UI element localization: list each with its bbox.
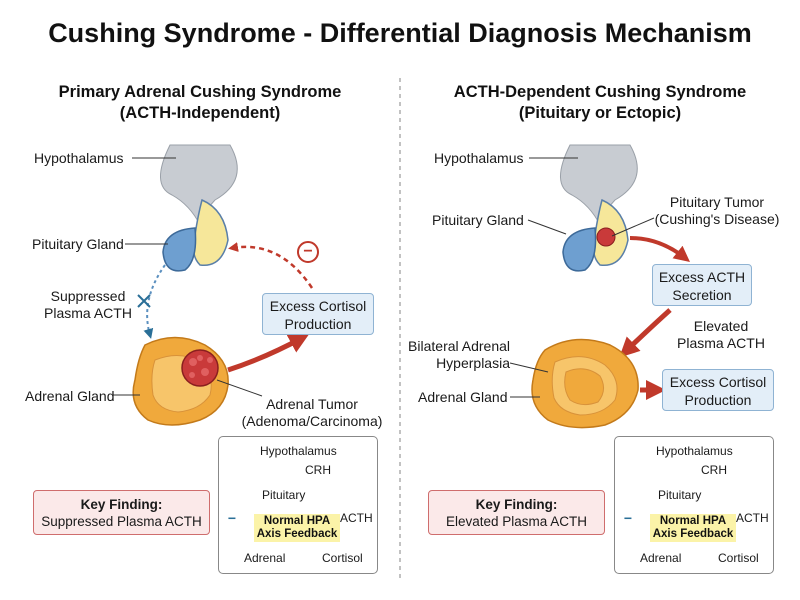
right-pituitary-tumor-shape: [596, 227, 616, 247]
left-key-finding-box: Key Finding: Suppressed Plasma ACTH: [33, 490, 210, 535]
right-hyperplasia-label: Bilateral Adrenal Hyperplasia: [400, 338, 510, 372]
right-inset-center-line2: Axis Feedback: [652, 528, 734, 540]
left-minus-icon: [297, 241, 319, 263]
right-elevated-acth-arrow: [619, 308, 672, 358]
left-cortisol-box: Excess Cortisol Production: [262, 293, 374, 335]
right-heading-line1: ACTH-Dependent Cushing Syndrome: [453, 83, 747, 101]
left-heading-line1: Primary Adrenal Cushing Syndrome: [58, 83, 342, 101]
left-suppressed-line2: Plasma ACTH: [44, 305, 132, 321]
left-pituitary-shape: [162, 198, 229, 272]
left-inset-pituitary: Pituitary: [262, 488, 306, 502]
left-suppressed-acth-path: [143, 264, 166, 339]
left-adrenal-label: Adrenal Gland: [25, 388, 115, 404]
right-heading-line2: (Pituitary or Ectopic): [518, 104, 682, 122]
left-inset-minus-symbol: −: [227, 510, 237, 526]
right-adrenal-label: Adrenal Gland: [418, 389, 508, 405]
right-inset-adrenal: Adrenal: [640, 551, 682, 565]
left-suppression-x-icon: [137, 294, 151, 308]
right-acth-line1: Excess ACTH: [658, 269, 746, 285]
left-cortisol-arrow: [227, 334, 310, 373]
right-cortisol-line2: Production: [684, 392, 752, 408]
right-inset-center-line1: Normal HPA: [659, 515, 727, 527]
right-tumor-line1: Pituitary Tumor: [669, 194, 765, 210]
left-minus-symbol: −: [303, 243, 313, 260]
right-elevated-line2: Plasma ACTH: [677, 335, 765, 351]
left-finding-label: Key Finding:: [80, 497, 163, 512]
left-cortisol-line2: Production: [284, 316, 352, 332]
right-pituitary-label: Pituitary Gland: [432, 212, 524, 228]
right-inset-center-label: Normal HPA Axis Feedback: [650, 514, 736, 542]
right-inset-crh: CRH: [701, 463, 727, 477]
left-pituitary-label: Pituitary Gland: [32, 236, 124, 252]
left-panel-heading: Primary Adrenal Cushing Syndrome (ACTH-I…: [30, 82, 370, 124]
right-inset-pituitary: Pituitary: [658, 488, 702, 502]
left-inset-center-line1: Normal HPA: [263, 515, 331, 527]
right-inset-hypothalamus: Hypothalamus: [656, 444, 733, 458]
right-cortisol-line1: Excess Cortisol: [669, 374, 767, 390]
right-panel-heading: ACTH-Dependent Cushing Syndrome (Pituita…: [430, 82, 770, 124]
right-inset-cortisol: Cortisol: [718, 551, 759, 565]
right-inset-acth: ACTH: [736, 511, 769, 525]
right-elevated-acth-label: Elevated Plasma ACTH: [666, 318, 776, 352]
left-negative-feedback-path: [228, 242, 314, 289]
left-inset-acth: ACTH: [340, 511, 373, 525]
right-inset-minus-symbol: −: [623, 510, 633, 526]
left-inset-center-label: Normal HPA Axis Feedback: [254, 514, 340, 542]
left-inset-cortisol: Cortisol: [322, 551, 363, 565]
left-inset-adrenal: Adrenal: [244, 551, 286, 565]
left-heading-line2: (ACTH-Independent): [119, 104, 281, 122]
right-finding-label: Key Finding:: [475, 497, 558, 512]
left-finding-value: Suppressed Plasma ACTH: [41, 514, 202, 529]
left-cortisol-line1: Excess Cortisol: [269, 298, 367, 314]
left-inset-crh: CRH: [305, 463, 331, 477]
right-finding-value: Elevated Plasma ACTH: [445, 514, 588, 529]
right-hyperplasia-line2: Hyperplasia: [436, 355, 510, 371]
left-adrenal-tumor-shape: [181, 349, 219, 387]
right-hypothalamus-label: Hypothalamus: [434, 150, 524, 166]
left-tumor-label: Adrenal Tumor (Adenoma/Carcinoma): [232, 396, 392, 430]
page-title: Cushing Syndrome - Differential Diagnosi…: [48, 18, 752, 48]
right-elevated-line1: Elevated: [693, 318, 749, 334]
right-adrenal-gland-shape: [531, 338, 639, 429]
left-adrenal-gland-shape: [132, 336, 229, 426]
left-tumor-line2: (Adenoma/Carcinoma): [241, 413, 383, 429]
right-tumor-label: Pituitary Tumor (Cushing's Disease): [652, 194, 782, 228]
right-cortisol-box: Excess Cortisol Production: [662, 369, 774, 411]
right-acth-arrow: [629, 236, 690, 262]
left-hypothalamus-label: Hypothalamus: [34, 150, 124, 166]
right-tumor-line2: (Cushing's Disease): [654, 211, 780, 227]
right-acth-box: Excess ACTH Secretion: [652, 264, 752, 306]
right-key-finding-box: Key Finding: Elevated Plasma ACTH: [428, 490, 605, 535]
left-hpa-inset: [218, 436, 378, 574]
left-suppressed-line1: Suppressed: [50, 288, 126, 304]
right-hyperplasia-line1: Bilateral Adrenal: [408, 338, 510, 354]
right-hpa-inset: [614, 436, 774, 574]
left-tumor-line1: Adrenal Tumor: [266, 396, 358, 412]
left-suppressed-acth-label: Suppressed Plasma ACTH: [38, 288, 138, 322]
left-inset-hypothalamus: Hypothalamus: [260, 444, 337, 458]
left-inset-center-line2: Axis Feedback: [256, 528, 338, 540]
right-acth-line2: Secretion: [672, 287, 732, 303]
